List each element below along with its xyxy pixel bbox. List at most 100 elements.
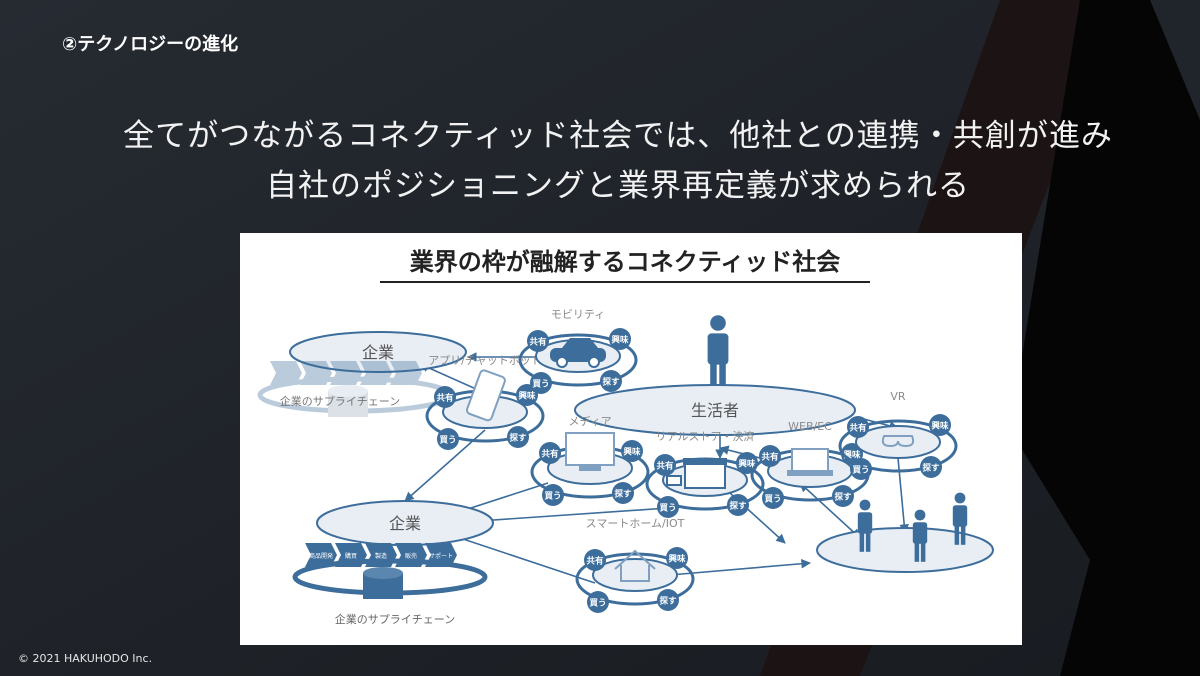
action-bubble-label: 興味 xyxy=(668,554,686,565)
supply-chain-bottom: 商品開発購買製造販売サポート xyxy=(292,543,488,599)
action-bubble xyxy=(850,458,872,480)
action-bubble xyxy=(654,454,676,476)
consumer-ellipse-label: 生活者 xyxy=(691,401,739,420)
supply-chain-step-label: 製造 xyxy=(375,552,387,560)
action-bubble-label: 興味 xyxy=(611,335,629,346)
company-top xyxy=(289,331,467,373)
action-bubble-label: 興味 xyxy=(518,391,536,402)
company-bottom-label: 企業 xyxy=(389,514,421,533)
action-bubble-label: 共有 xyxy=(761,452,779,463)
action-bubble-label: 興味 xyxy=(623,447,641,458)
section-title: ②テクノロジーの進化 xyxy=(62,34,239,55)
supply-chain-step-label: 販売 xyxy=(405,552,417,560)
action-bubble-label: 探す xyxy=(614,489,632,500)
diagram-title: 業界の枠が融解するコネクティッド社会 xyxy=(410,248,841,276)
supply-chain-top xyxy=(257,361,453,417)
supply-chain-step xyxy=(270,361,302,385)
connection-arrow xyxy=(669,558,811,576)
supply-chain-top-label: 企業のサプライチェーン xyxy=(280,394,400,408)
connection-arrow xyxy=(444,531,596,584)
diagram-canvas: 業界の枠が融解するコネクティッド社会 企業企業生活者企業のサプライチェーン商品開… xyxy=(257,248,994,626)
action-bubble-label: 共有 xyxy=(541,449,559,460)
connection-arrows xyxy=(404,352,909,584)
supply-chain-bottom-label: 企業のサプライチェーン xyxy=(335,612,455,626)
action-bubble-label: 興味 xyxy=(738,459,756,470)
action-bubble xyxy=(759,445,781,467)
connection-arrow xyxy=(799,482,861,539)
database-icon xyxy=(328,391,368,417)
action-bubble xyxy=(832,485,854,507)
action-bubble-label: 探す xyxy=(602,377,620,388)
action-bubble xyxy=(762,487,784,509)
smartphone-icon xyxy=(465,369,506,422)
action-bubble xyxy=(539,442,561,464)
action-bubble-label: 探す xyxy=(922,463,940,474)
vr-goggles-icon xyxy=(881,435,915,448)
touchpoint-label: スマートホーム/IOT xyxy=(586,517,685,530)
touchpoint-house: スマートホーム/IOT共有興味買う探す xyxy=(575,517,695,613)
action-bubble-label: 探す xyxy=(834,492,852,503)
touchpoint-smartphone: アプリ/チャットボット共有興味買う探す xyxy=(425,354,545,450)
person-icon xyxy=(912,509,928,562)
action-bubble xyxy=(666,547,688,569)
connection-arrow xyxy=(897,457,909,534)
consumer-group-ellipse xyxy=(816,527,994,573)
touchpoint-label: メディア xyxy=(568,414,611,428)
headline-line-2: 自社のポジショニングと業界再定義が求められる xyxy=(266,168,970,204)
touchpoint-vr-goggles: VR共有興味買う探す xyxy=(838,390,958,480)
supply-chain-step-label: 購買 xyxy=(345,552,357,560)
action-bubble-label: 買う xyxy=(659,503,676,514)
action-bubble xyxy=(542,484,564,506)
action-bubble-label: 探す xyxy=(729,501,747,512)
dark-triangle xyxy=(1010,0,1200,676)
action-bubble xyxy=(437,428,459,450)
action-bubble-label: 興味 xyxy=(843,450,861,461)
action-bubble-label: 探す xyxy=(509,433,527,444)
action-bubble-label: 買う xyxy=(589,598,606,609)
supply-chain-step xyxy=(300,361,332,385)
supply-chain-step xyxy=(360,361,392,385)
supply-chain-step xyxy=(425,543,457,567)
supply-chain-step xyxy=(330,361,362,385)
store-icon xyxy=(666,458,727,489)
consumer-ellipse xyxy=(574,384,856,436)
touchpoint-label: VR xyxy=(890,390,906,403)
action-bubble-label: 買う xyxy=(439,435,456,446)
action-bubble-label: 興味 xyxy=(931,421,949,432)
action-bubble-label: 買う xyxy=(532,379,549,390)
supply-chain-step-label: サポート xyxy=(429,552,453,560)
action-bubble xyxy=(847,416,869,438)
supply-chain-step xyxy=(390,361,422,385)
touchpoint-label: リアルストア・決済 xyxy=(656,429,755,443)
touchpoint-laptop: WEB/EC共有興味買う探す xyxy=(750,420,870,509)
action-bubble-label: 買う xyxy=(544,491,561,502)
action-bubble-label: 共有 xyxy=(849,423,867,434)
consumer-person-icon xyxy=(707,315,729,391)
action-bubble-label: 買う xyxy=(852,465,869,476)
action-bubble xyxy=(657,496,679,518)
company-top-label: 企業 xyxy=(362,343,394,362)
action-bubble-label: 買う xyxy=(764,494,781,505)
action-bubble xyxy=(584,549,606,571)
car-icon xyxy=(550,338,606,368)
house-icon xyxy=(614,549,656,582)
copyright: © 2021 HAKUHODO Inc. xyxy=(18,652,153,665)
action-bubble xyxy=(587,591,609,613)
headline-line-1: 全てがつながるコネクティッド社会では、他社との連携・共創が進み xyxy=(123,118,1113,154)
action-bubble xyxy=(612,482,634,504)
action-bubble-label: 共有 xyxy=(529,337,547,348)
action-bubble xyxy=(434,386,456,408)
supply-chain-step xyxy=(365,543,397,567)
laptop-icon xyxy=(787,448,833,476)
action-bubble xyxy=(527,330,549,352)
supply-chain-step xyxy=(335,543,367,567)
touchpoint-label: WEB/EC xyxy=(788,420,832,433)
person-icon xyxy=(857,499,873,552)
supply-chain-step xyxy=(395,543,427,567)
action-bubble-label: 共有 xyxy=(586,556,604,567)
action-bubble-label: 共有 xyxy=(656,461,674,472)
action-bubble xyxy=(609,328,631,350)
action-bubble xyxy=(657,589,679,611)
